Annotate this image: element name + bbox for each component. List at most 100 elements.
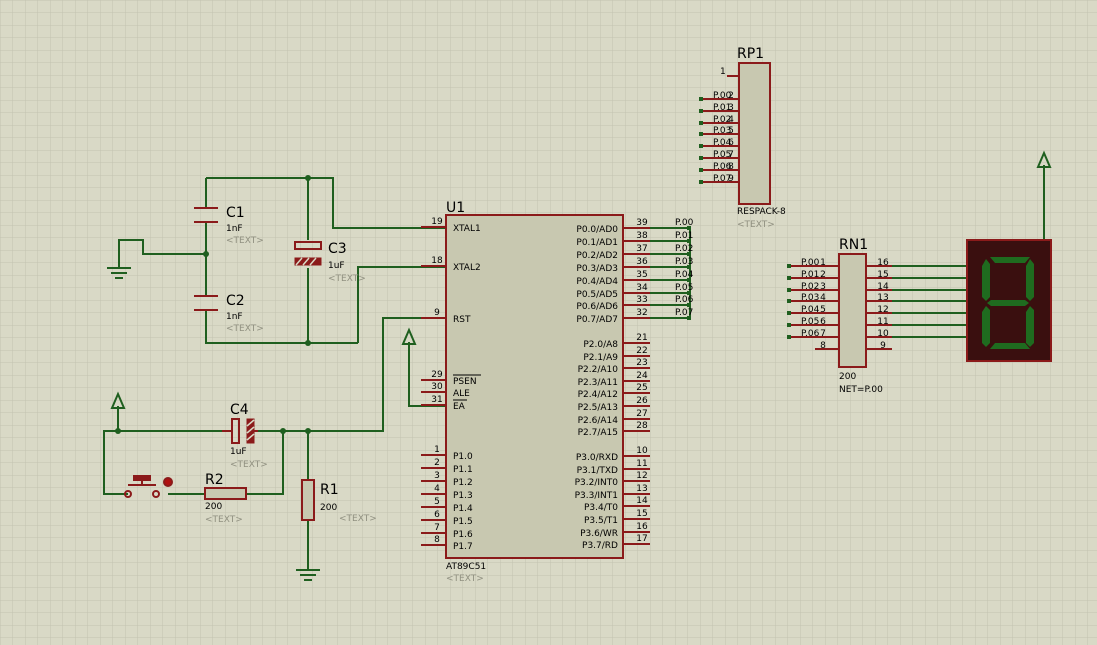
- c1-text-placeholder: <TEXT>: [226, 236, 264, 246]
- microcontroller-u1[interactable]: U1 AT89C51 <TEXT>: [445, 200, 624, 584]
- net-label: P.04: [713, 138, 732, 148]
- u1-pin-number: 11: [636, 459, 647, 469]
- rn1-right-pin-11[interactable]: 11: [866, 317, 967, 327]
- rn1-right-pin-12[interactable]: 12: [866, 305, 967, 315]
- rn1-left-pin-8[interactable]: 8: [815, 341, 839, 351]
- rn1-right-pin-13[interactable]: 13: [866, 293, 967, 303]
- u1-pin-name: P2.0/A8: [583, 340, 618, 350]
- rn1-right-pin-15[interactable]: 15: [866, 270, 967, 280]
- rp1-pin-5[interactable]: P.035: [699, 126, 739, 136]
- u1-pin-number: 8: [434, 535, 440, 545]
- rp1-pin-4[interactable]: P.024: [699, 115, 739, 125]
- u1-pin-name: P0.3/AD3: [576, 264, 618, 274]
- net-label: P.02: [801, 282, 819, 292]
- resistor-r1[interactable]: R1 200 <TEXT>: [301, 479, 377, 524]
- u1-pin-name: P2.7/A15: [578, 428, 618, 438]
- u1-pin-p1.2[interactable]: 3P1.2: [421, 471, 473, 488]
- rp1-pin-8[interactable]: P.068: [699, 162, 739, 172]
- u1-pin-number: 14: [636, 496, 648, 506]
- rp1-pin-3[interactable]: P.013: [699, 103, 739, 113]
- rn1-right-pin-14[interactable]: 14: [866, 282, 967, 292]
- capacitor-c1[interactable]: C1 1nF <TEXT>: [194, 205, 264, 246]
- rp1-pin-6[interactable]: P.046: [699, 138, 739, 148]
- reset-push-button[interactable]: [124, 475, 173, 498]
- u1-pin-p1.5[interactable]: 6P1.5: [421, 510, 473, 527]
- rn1-ref: RN1: [839, 237, 868, 253]
- rp1-pin-number: 3: [728, 103, 734, 113]
- seven-segment-display[interactable]: [966, 239, 1052, 362]
- u1-pin-number: 1: [434, 445, 440, 455]
- u1-pin-p1.4[interactable]: 5P1.4: [421, 497, 473, 514]
- net-label: P.00: [675, 218, 694, 228]
- capacitor-c2[interactable]: C2 1nF <TEXT>: [194, 293, 264, 334]
- u1-pin-name: P1.3: [453, 491, 473, 501]
- u1-pin-p1.1[interactable]: 2P1.1: [421, 458, 473, 475]
- net-label: P.03: [675, 257, 693, 267]
- rn1-pin-number: 5: [820, 305, 826, 315]
- rn1-pin-number: 10: [877, 329, 889, 339]
- u1-pin-p1.7[interactable]: 8P1.7: [421, 535, 473, 552]
- net-label: P.07: [713, 174, 731, 184]
- u1-pin-name: P2.6/A14: [578, 416, 619, 426]
- rn1-right-pin-9[interactable]: 9: [866, 341, 892, 351]
- resistor-network-rn1[interactable]: RN1 200 NET=P.00: [838, 237, 883, 395]
- capacitor-c4[interactable]: C4 1uF <TEXT>: [222, 402, 268, 470]
- rp1-pin-9[interactable]: P.079: [699, 174, 739, 184]
- u1-pin-number: 12: [636, 471, 647, 481]
- rn1-right-pin-10[interactable]: 10: [866, 329, 967, 339]
- c3-text-placeholder: <TEXT>: [328, 274, 366, 284]
- capacitor-c3[interactable]: C3 1uF <TEXT>: [294, 241, 366, 284]
- rp1-pin-2[interactable]: P.002: [699, 91, 739, 101]
- r1-ref: R1: [320, 482, 339, 498]
- u1-pin-number: 5: [434, 497, 440, 507]
- resistor-r2[interactable]: R2 200 <TEXT>: [204, 472, 247, 525]
- u1-pin-p1.3[interactable]: 4P1.3: [421, 484, 473, 501]
- u1-pin-p1.0[interactable]: 1P1.0: [421, 445, 473, 462]
- rp1-pin-number: 6: [728, 138, 734, 148]
- rn1-pin-number: 16: [877, 258, 889, 268]
- u1-pin-name: P3.0/RXD: [576, 453, 618, 463]
- u1-pin-p1.6[interactable]: 7P1.6: [421, 523, 473, 540]
- u1-pin-number: 33: [636, 295, 647, 305]
- rn1-right-pin-16[interactable]: 16: [866, 258, 967, 268]
- rp1-pin-7[interactable]: P.057: [699, 150, 739, 160]
